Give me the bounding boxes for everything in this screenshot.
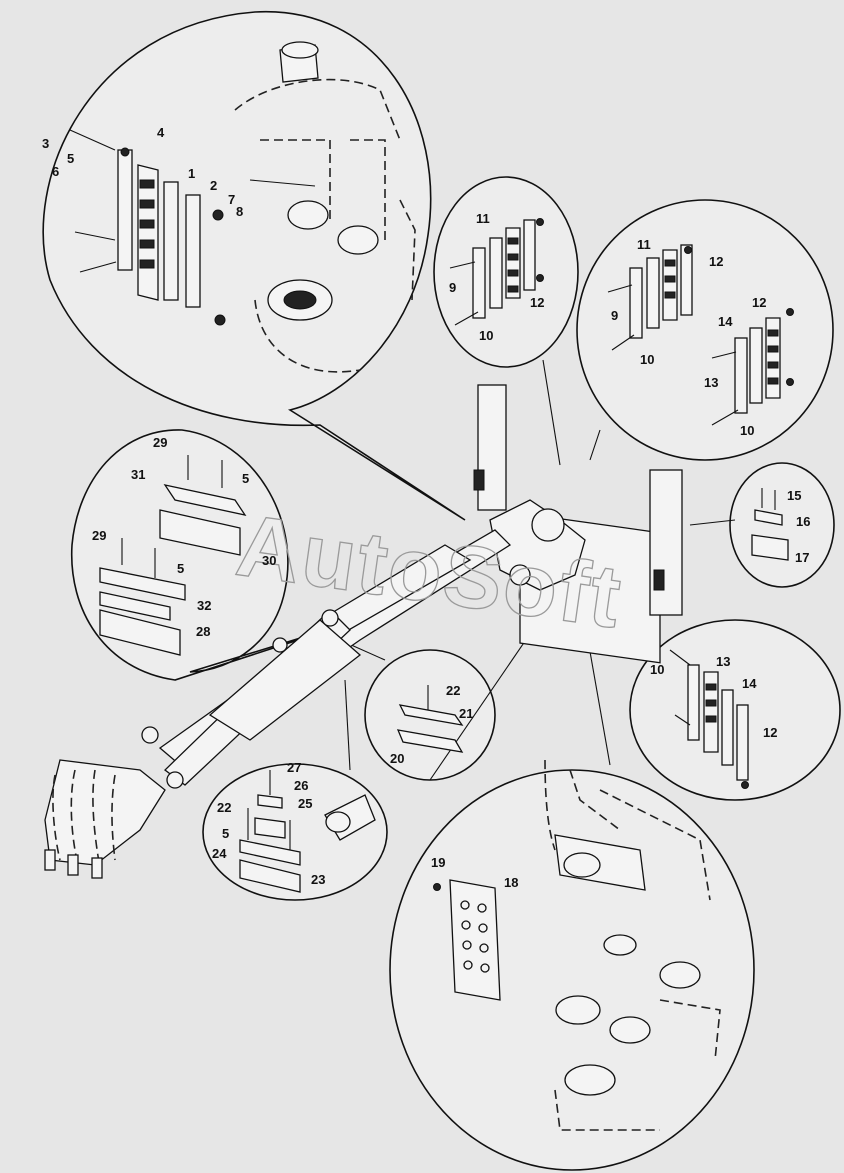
callout-12: 12 — [709, 254, 723, 269]
callout-5: 5 — [67, 151, 74, 166]
callout-29: 29 — [153, 435, 167, 450]
callout-29: 29 — [92, 528, 106, 543]
callout-19: 19 — [431, 855, 445, 870]
callout-10: 10 — [740, 423, 754, 438]
detail-circle-10-14-lower — [629, 619, 841, 801]
callout-22: 22 — [446, 683, 460, 698]
callout-32: 32 — [197, 598, 211, 613]
callout-9: 9 — [611, 308, 618, 323]
callout-18: 18 — [504, 875, 518, 890]
excavator-assembly — [44, 384, 683, 879]
watermark-text: AutoSoft — [231, 495, 628, 647]
detail-9-12-parts — [449, 218, 544, 326]
callout-10: 10 — [650, 662, 664, 677]
callout-10: 10 — [640, 352, 654, 367]
callout-12: 12 — [752, 295, 766, 310]
callout-9: 9 — [449, 280, 456, 295]
callout-21: 21 — [459, 706, 473, 721]
callout-22: 22 — [217, 800, 231, 815]
callout-13: 13 — [716, 654, 730, 669]
callout-3: 3 — [42, 136, 49, 151]
callout-14: 14 — [718, 314, 733, 329]
callout-12: 12 — [530, 295, 544, 310]
callout-27: 27 — [287, 760, 301, 775]
callout-6: 6 — [52, 164, 59, 179]
callout-13: 13 — [704, 375, 718, 390]
callout-10: 10 — [479, 328, 493, 343]
callout-31: 31 — [131, 467, 145, 482]
callout-4: 4 — [157, 125, 165, 140]
callout-14: 14 — [742, 676, 757, 691]
callout-26: 26 — [294, 778, 308, 793]
detail-circle-bottom-right — [389, 769, 755, 1171]
detail-10-14-lower-parts — [669, 649, 749, 789]
detail-9-14-parts — [607, 244, 794, 426]
detail-circle-top-left — [42, 11, 466, 521]
callout-7: 7 — [228, 192, 235, 207]
callout-11: 11 — [637, 237, 651, 252]
callout-16: 16 — [796, 514, 810, 529]
detail-20-22-parts — [396, 685, 464, 753]
detail-bottom-right-parts — [433, 759, 721, 1131]
callout-1: 1 — [188, 166, 195, 181]
detail-15-17-parts — [751, 488, 789, 561]
callout-12: 12 — [763, 725, 777, 740]
callout-30: 30 — [262, 553, 276, 568]
callout-2: 2 — [210, 178, 217, 193]
callout-15: 15 — [787, 488, 801, 503]
detail-28-32-parts — [99, 455, 247, 656]
callout-labels: 1 2 3 4 5 6 7 8 11 9 10 12 11 12 9 10 12… — [42, 125, 810, 890]
callout-5: 5 — [222, 826, 229, 841]
callout-5: 5 — [242, 471, 249, 486]
callout-8: 8 — [236, 204, 243, 219]
callout-24: 24 — [212, 846, 227, 861]
detail-23-27-parts — [239, 770, 376, 893]
detail-top-left-parts — [69, 41, 416, 373]
detail-circle-9-14-right — [576, 199, 834, 461]
callout-17: 17 — [795, 550, 809, 565]
callout-23: 23 — [311, 872, 325, 887]
callout-5: 5 — [177, 561, 184, 576]
callout-28: 28 — [196, 624, 210, 639]
callout-11: 11 — [476, 211, 490, 226]
callout-20: 20 — [390, 751, 404, 766]
callout-25: 25 — [298, 796, 312, 811]
